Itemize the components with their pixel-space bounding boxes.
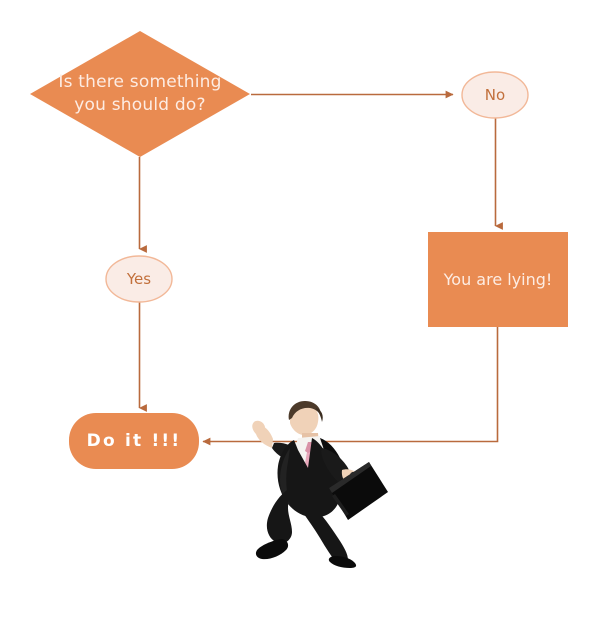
node-yes-ellipse[interactable] <box>105 255 173 303</box>
edge-lying-to-doit <box>202 327 499 446</box>
node-decision-diamond[interactable] <box>30 31 250 157</box>
node-no-ellipse[interactable] <box>461 71 529 119</box>
node-lying-rectangle[interactable] <box>428 232 568 327</box>
node-doit-pill[interactable] <box>69 413 199 469</box>
